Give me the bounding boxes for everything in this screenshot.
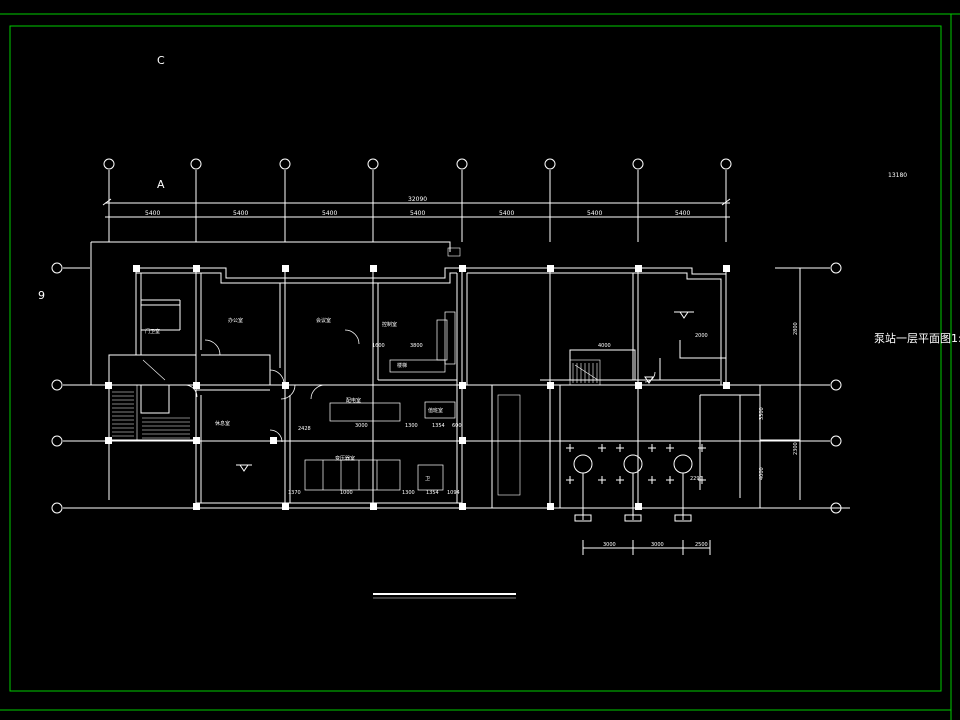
room-1: 门卫室	[145, 328, 160, 335]
dim-1300: 1300	[405, 423, 418, 429]
dim-right-top: 2800	[793, 322, 799, 335]
room-7: 楼梯	[397, 362, 407, 369]
dim-3000: 3000	[355, 423, 368, 429]
dim-total: 32090	[408, 196, 427, 203]
right-dims	[760, 267, 805, 500]
dim-4000: 4000	[598, 343, 611, 349]
top-dim-2: 5400	[233, 210, 248, 217]
walls	[90, 241, 761, 509]
room-3: 会议室	[316, 317, 331, 324]
dim-1370: 1370	[288, 490, 301, 496]
dim-1354: 1354	[432, 423, 445, 429]
stair-hatch	[112, 359, 599, 439]
room-8: 休息室	[215, 420, 230, 427]
right-dim-labels: 2800 3300 4000 2300	[759, 322, 799, 480]
dim-1094: 1094	[447, 490, 460, 496]
top-dimension-lines	[102, 198, 731, 218]
room-labels: 门卫室 办公室 会议室 控制室 配电室 值班室 楼梯 休息室 变压器室 卫	[145, 317, 443, 482]
top-dim-6: 5400	[587, 210, 602, 217]
top-dim-4: 5400	[410, 210, 425, 217]
room-5: 配电室	[346, 397, 361, 404]
dim-1000: 1000	[340, 490, 353, 496]
structural-columns	[105, 265, 730, 510]
pumps	[573, 454, 693, 522]
drawing-title: 泵站一层平面图1:100	[874, 331, 960, 345]
top-dim-1: 5400	[145, 210, 160, 217]
room-10: 卫	[425, 476, 430, 482]
dim-2290: 2290	[690, 476, 703, 482]
label-9: 9	[38, 289, 45, 302]
level-marks	[236, 311, 694, 472]
top-dims: 5400 5400 5400 5400 5400 5400 5400	[145, 210, 690, 217]
room-4: 控制室	[382, 321, 397, 328]
pump-dim-labels: 3000 3000 2500	[603, 542, 708, 548]
door-swings	[184, 329, 656, 443]
dim-right-low2: 2300	[793, 442, 799, 455]
label-c: C	[157, 54, 165, 67]
furniture	[304, 311, 456, 491]
dim-1600: 1600	[372, 343, 385, 349]
top-dim-5: 5400	[499, 210, 514, 217]
sheet-frame	[9, 25, 942, 692]
pump-3	[673, 454, 693, 474]
dim-right-mid: 3300	[759, 407, 765, 420]
dim-1300b: 1300	[402, 490, 415, 496]
pump-dims	[582, 540, 711, 555]
dim-600: 600	[452, 423, 462, 429]
dim-d2: 3000	[651, 542, 664, 548]
dim-2428: 2428	[298, 426, 311, 432]
axis-bubbles-top	[103, 158, 732, 170]
room-9: 变压器室	[335, 455, 355, 462]
dim-d1: 3000	[603, 542, 616, 548]
dim-2000: 2000	[695, 333, 708, 339]
top-dim-7: 5400	[675, 210, 690, 217]
top-dim-3: 5400	[322, 210, 337, 217]
interior-dims: 4000 2000 3800 1600 3000 2428 1300 1354 …	[288, 333, 708, 496]
pump-1	[573, 454, 593, 474]
dim-right-low: 4000	[759, 467, 765, 480]
side-number: 13180	[888, 172, 907, 179]
dim-d3: 2500	[695, 542, 708, 548]
room-6: 值班室	[428, 407, 443, 414]
dim-3800: 3800	[410, 343, 423, 349]
label-a: A	[157, 178, 165, 191]
pump-2	[623, 454, 643, 474]
label-box	[447, 247, 461, 257]
room-2: 办公室	[228, 317, 243, 324]
dim-1354b: 1354	[426, 490, 439, 496]
cross-marks	[566, 444, 706, 484]
